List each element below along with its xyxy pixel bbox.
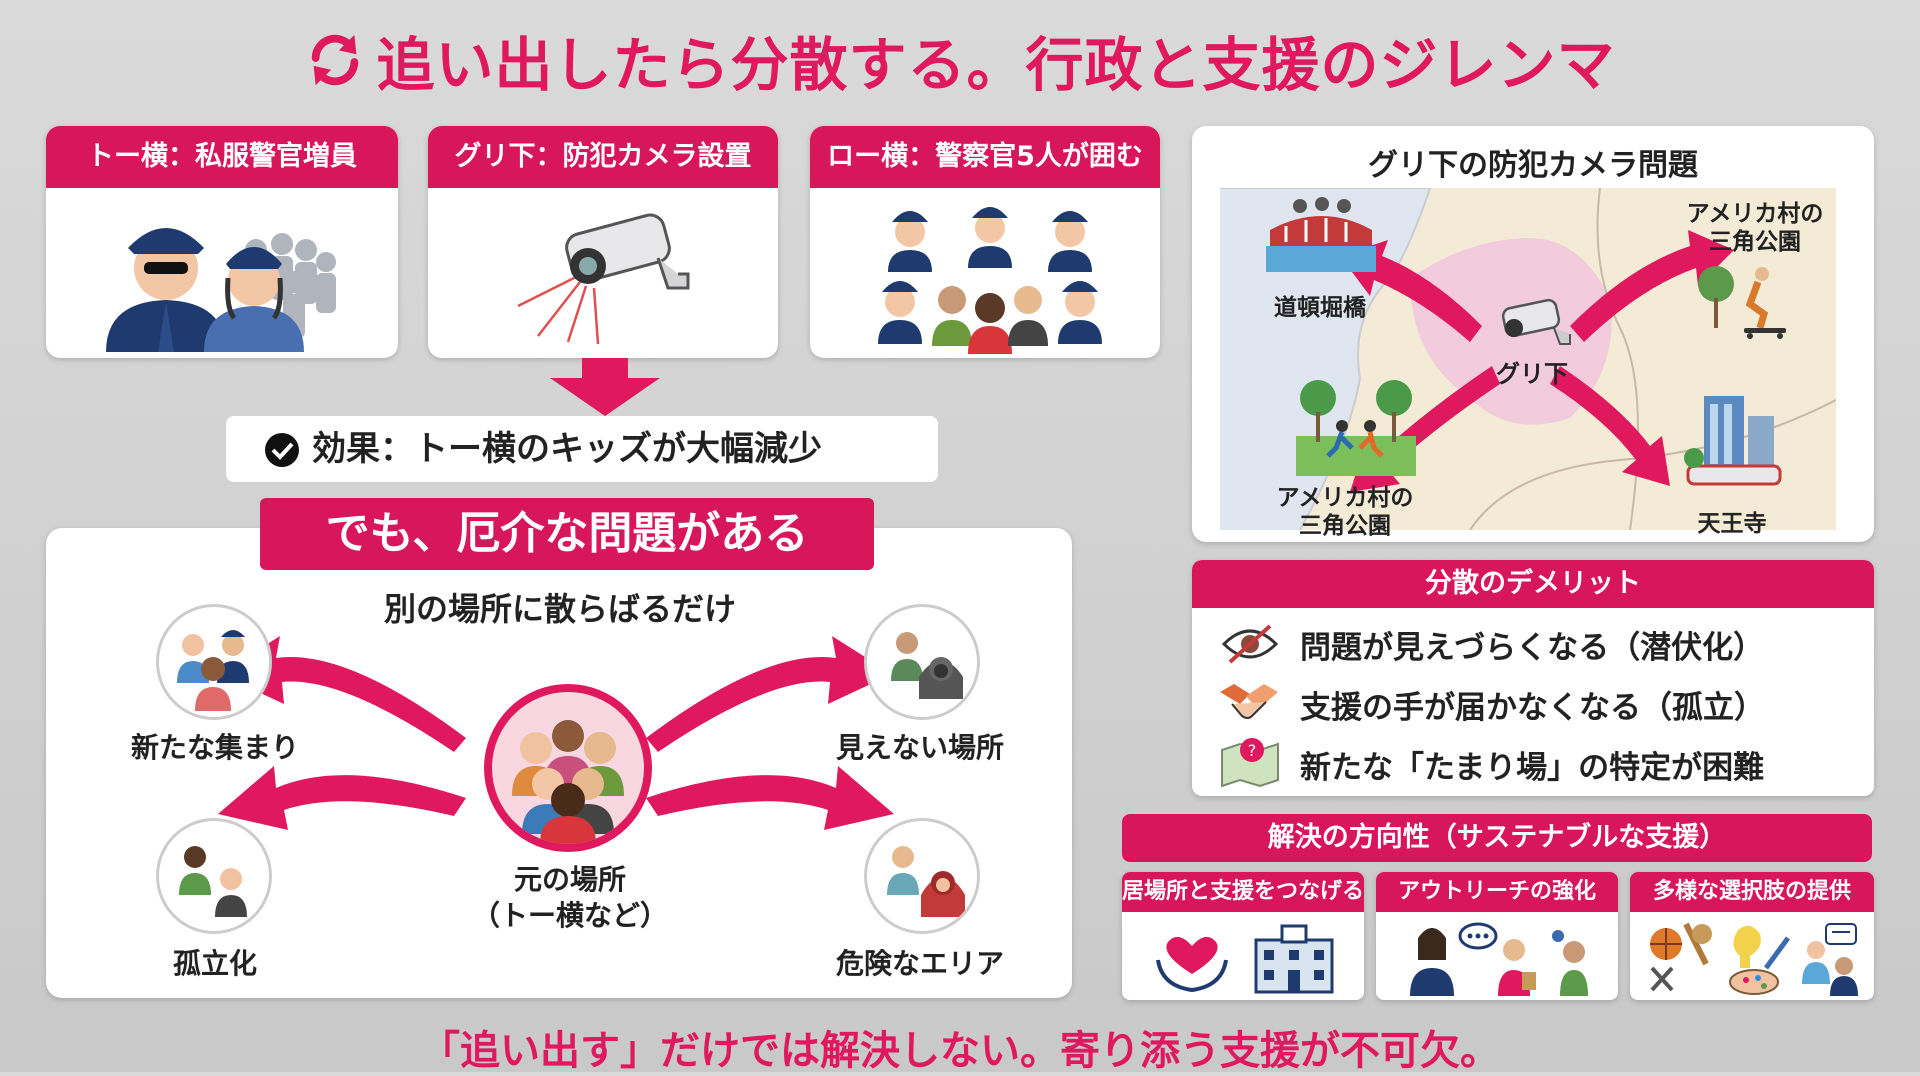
solution-card-3: 多様な選択肢の提供 <box>1630 872 1874 1000</box>
hobbies-options-icon <box>1650 922 1858 996</box>
outreach-workers-icon <box>1410 922 1588 996</box>
page-title: 追い出したら分散する。行政と支援のジレンマ <box>0 18 1920 102</box>
hidden-place-circle <box>864 604 980 720</box>
footer-message: 「追い出す」だけでは解決しない。寄り添う支援が不可欠。 <box>420 1028 1500 1074</box>
isolation-circle <box>156 818 272 934</box>
page-title-text: 追い出したら分散する。行政と支援のジレンマ <box>376 31 1616 99</box>
youth-group-icon <box>512 720 624 844</box>
solution-card-1: 居場所と支援をつなげる <box>1122 872 1364 1000</box>
svg-text:?: ? <box>1248 741 1257 760</box>
new-gathering-circle <box>156 604 272 720</box>
map-card: グリ下の防犯カメラ問題 グリ下 道頓堀橋 アメリカ村の 三角公園 アメリカ村の … <box>1192 126 1874 542</box>
card-toyoko-header: トー横：私服警官増員 <box>46 126 398 188</box>
origin-label: 元の場所 <box>513 863 626 896</box>
tennoji-buildings-icon <box>1684 396 1782 486</box>
down-arrow-icon <box>550 358 660 416</box>
demerit-item-3: 新たな「たまり場」の特定が困難 <box>1300 750 1765 786</box>
place-amemura-bottom-1: アメリカ村の <box>1276 485 1414 511</box>
new-gathering-label: 新たな集まり <box>130 731 299 764</box>
place-tennoji: 天王寺 <box>1697 511 1767 537</box>
card-roayoko: ロー横：警察官5人が囲む <box>810 126 1160 358</box>
solution-card-1-header: 居場所と支援をつなげる <box>1122 872 1364 912</box>
refresh-icon <box>312 34 359 86</box>
scatter-heading: 別の場所に散らばるだけ <box>383 590 736 628</box>
solution-card-2: アウトリーチの強化 <box>1376 872 1618 1000</box>
place-amemura-bottom-2: 三角公園 <box>1299 513 1391 539</box>
gathering-people-icon <box>177 630 249 711</box>
place-dotonbori: 道頓堀橋 <box>1274 295 1366 321</box>
origin-sublabel: （トー横など） <box>471 899 668 932</box>
hooded-figure-icon <box>891 632 963 699</box>
danger-figure-icon <box>887 846 965 917</box>
solution-card-3-header: 多様な選択肢の提供 <box>1630 872 1874 912</box>
effect-banner: 効果：トー横のキッズが大幅減少 <box>226 416 938 482</box>
danger-area-circle <box>864 818 980 934</box>
police-officers-icon <box>106 228 336 352</box>
skateboarder-icon <box>1698 266 1786 339</box>
solutions-header: 解決の方向性（サステナブルな支援） <box>1122 814 1872 862</box>
heart-hands-building-icon <box>1156 924 1334 994</box>
origin-group-circle <box>484 684 652 852</box>
map-title: グリ下の防犯カメラ問題 <box>1368 148 1698 183</box>
problem-badge: でも、厄介な問題がある <box>260 498 874 570</box>
handshake-icon <box>1220 684 1278 719</box>
card-roayoko-header: ロー横：警察官5人が囲む <box>810 126 1160 188</box>
security-camera-icon <box>517 213 690 345</box>
bridge-icon <box>1266 197 1376 272</box>
hidden-place-label: 見えない場所 <box>835 731 1004 764</box>
surrounding-police-icon <box>878 207 1102 354</box>
effect-text: 効果：トー横のキッズが大幅減少 <box>312 429 822 469</box>
eye-slash-icon <box>1222 624 1278 664</box>
scatter-arrows <box>218 636 894 830</box>
card-toyoko: トー横：私服警官増員 <box>46 126 398 358</box>
isolated-people-icon <box>179 846 247 917</box>
isolation-label: 孤立化 <box>172 947 257 980</box>
place-amemura-top-2: 三角公園 <box>1709 229 1801 255</box>
demerit-item-2: 支援の手が届かなくなる（孤立） <box>1300 690 1765 726</box>
demerit-item-1: 問題が見えづらくなる（潜伏化） <box>1300 630 1765 666</box>
park-runners-icon <box>1296 380 1416 476</box>
danger-area-label: 危険なエリア <box>835 947 1004 980</box>
card-gurishita: グリ下：防犯カメラ設置 <box>428 126 778 358</box>
map-center-label: グリ下 <box>1496 360 1568 388</box>
solution-card-2-header: アウトリーチの強化 <box>1376 872 1618 912</box>
card-gurishita-header: グリ下：防犯カメラ設置 <box>428 126 778 188</box>
demerits-card: 分散のデメリット 問題が見えづらくなる（潜伏化） 支援の手が届かなくなる（孤立）… <box>1192 560 1874 796</box>
map-camera-icon <box>1501 298 1571 345</box>
check-circle-icon <box>265 433 299 467</box>
demerits-header: 分散のデメリット <box>1192 560 1874 608</box>
place-amemura-top-1: アメリカ村の <box>1686 201 1824 227</box>
map-pin-icon: ? <box>1221 738 1279 788</box>
